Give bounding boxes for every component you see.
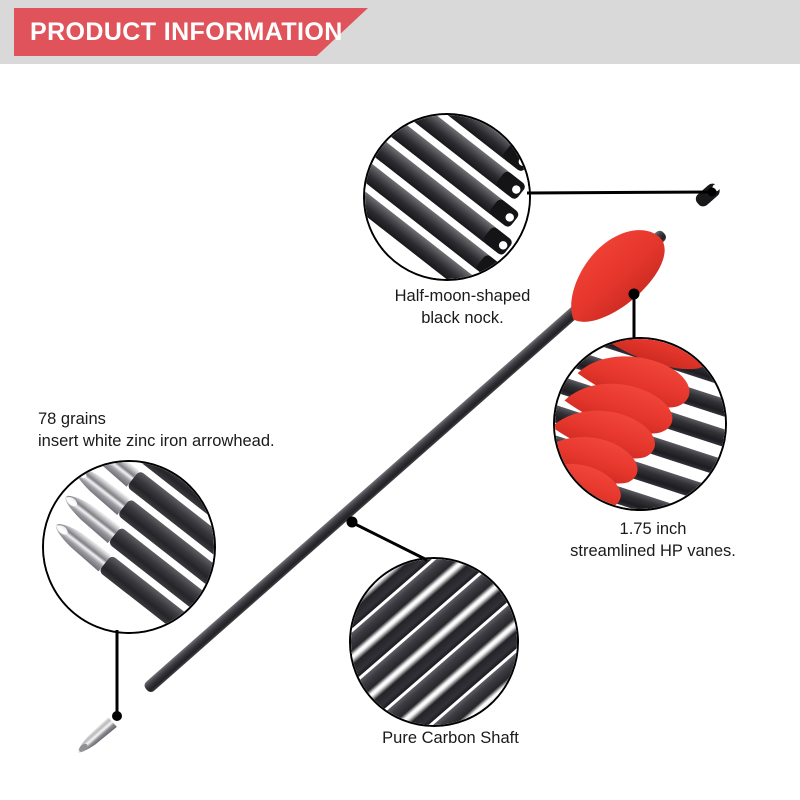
leader-line-arrowhead <box>112 630 122 721</box>
shaft-detail-image <box>351 559 517 725</box>
header-banner: PRODUCT INFORMATION <box>0 0 800 64</box>
callout-nock: Half-moon-shaped black nock. <box>394 287 531 327</box>
callout-vanes: 1.75 inch streamlined HP vanes. <box>570 520 736 560</box>
header-red-ribbon <box>14 8 368 56</box>
arrowhead-detail-image <box>44 462 214 632</box>
arrowhead-detail-svg <box>44 462 214 632</box>
page-title: PRODUCT INFORMATION <box>30 18 343 46</box>
nock-detail-svg <box>365 115 529 279</box>
callout-arrowhead: 78 grains insert white zinc iron arrowhe… <box>38 410 275 450</box>
detail-circle-shaft <box>349 557 519 727</box>
detail-circle-vanes <box>553 337 727 511</box>
leader-line-shaft <box>346 516 428 562</box>
detail-circle-arrowhead <box>42 460 216 634</box>
vanes-detail-image <box>555 339 725 509</box>
detail-circle-nock <box>363 113 531 281</box>
callout-shaft: Pure Carbon Shaft <box>382 729 519 747</box>
shaft-detail-svg <box>351 559 517 725</box>
vanes-detail-svg <box>555 339 725 509</box>
leader-line-nock <box>526 187 717 197</box>
leader-line-vanes <box>628 288 640 339</box>
nock-detail-image <box>365 115 529 279</box>
